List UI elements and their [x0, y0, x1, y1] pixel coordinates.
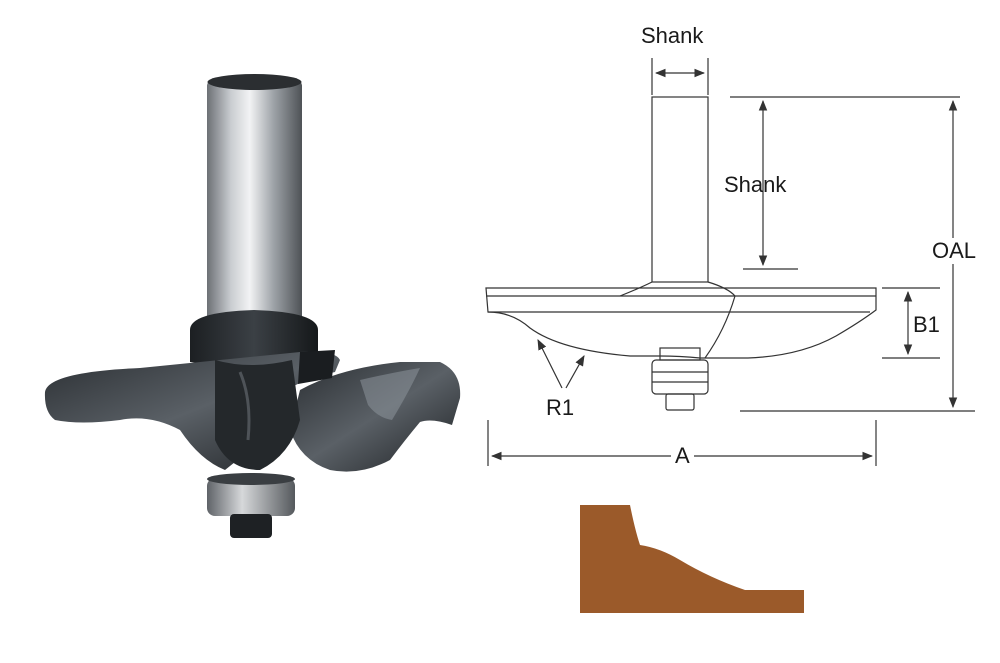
collar-photo — [190, 310, 318, 367]
screw-photo — [230, 514, 272, 538]
b1-label: B1 — [913, 312, 940, 337]
oal-label: OAL — [930, 238, 979, 264]
core-photo — [215, 360, 300, 470]
r1-leader-left — [537, 339, 563, 389]
r1-label: R1 — [546, 395, 575, 420]
a-label: A — [671, 443, 694, 469]
screw-outline — [665, 393, 695, 411]
cutter-body-outline — [485, 287, 877, 359]
bearing-outline — [651, 359, 709, 395]
shank-outline — [651, 96, 709, 283]
router-bit-photo — [44, 74, 461, 538]
profile-cut-shape — [580, 505, 804, 613]
shank-length-label: Shank — [724, 172, 787, 197]
technical-drawing — [485, 58, 975, 466]
blade-photo-right — [290, 362, 461, 472]
shank-photo — [207, 80, 302, 330]
bearing-photo — [207, 478, 295, 516]
r1-leader-right — [565, 355, 585, 389]
shank-diameter-label: Shank — [641, 23, 704, 48]
